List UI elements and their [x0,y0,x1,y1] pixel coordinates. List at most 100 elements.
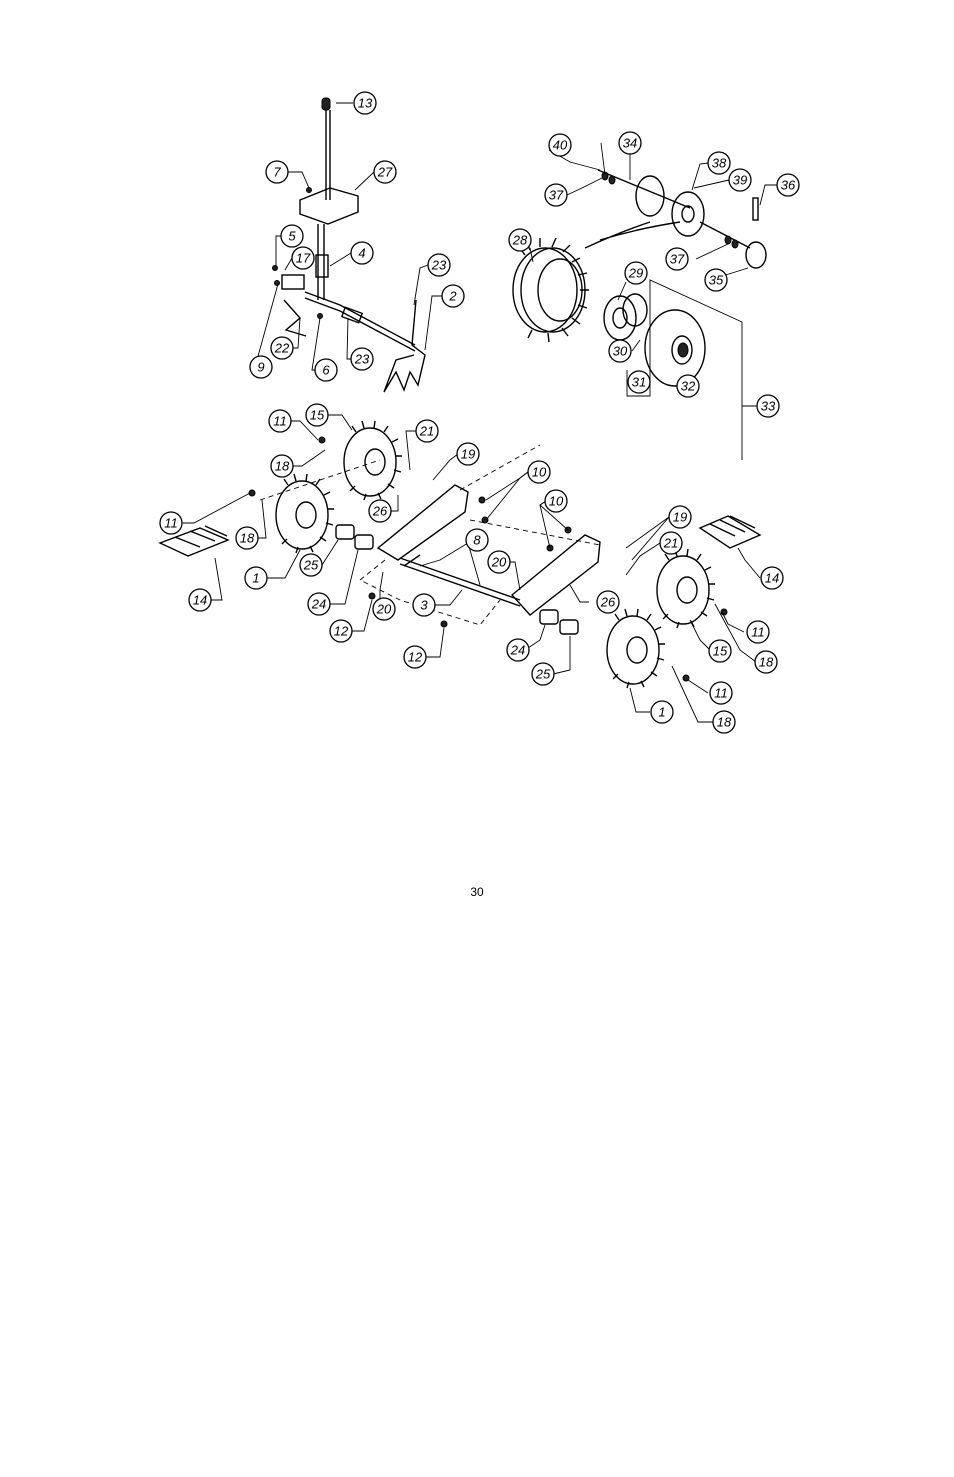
drum-gear-28 [512,237,589,343]
callout-15-a: 15 [305,403,329,427]
svg-text:2: 2 [448,289,457,304]
svg-text:7: 7 [273,165,281,180]
callout-26-a: 26 [368,499,392,523]
callout-25-a: 25 [299,553,323,577]
svg-text:24: 24 [311,597,326,612]
callout-31: 31 [627,370,651,394]
callout-19-b: 19 [668,505,692,529]
callout-10-b: 10 [544,489,568,513]
svg-text:1: 1 [252,571,259,586]
svg-text:32: 32 [681,379,696,394]
svg-text:37: 37 [670,252,685,267]
callout-28: 28 [508,228,532,252]
svg-text:14: 14 [193,593,207,608]
page-number: 30 [470,885,484,899]
callout-8: 8 [465,528,489,552]
svg-text:40: 40 [553,138,568,153]
svg-text:11: 11 [714,686,728,701]
callout-29: 29 [624,261,648,285]
callout-5: 5 [280,224,304,248]
callout-27: 27 [373,160,397,184]
callout-25-b: 25 [531,662,555,686]
callout-32: 32 [676,374,700,398]
callout-34: 34 [618,131,642,155]
callout-20-b: 20 [372,597,396,621]
svg-text:37: 37 [549,188,564,203]
callout-30: 30 [608,339,632,363]
svg-text:22: 22 [274,341,290,356]
shift-lever-assembly [272,97,426,393]
svg-text:4: 4 [358,246,365,261]
callout-7: 7 [265,160,289,184]
callout-33: 33 [756,394,780,418]
svg-text:13: 13 [358,96,373,111]
callout-11-b: 11 [159,511,183,535]
svg-text:20: 20 [376,602,392,617]
leader-lines [182,102,777,723]
callout-11-a: 11 [268,409,292,433]
callout-22: 22 [270,336,294,360]
svg-text:12: 12 [408,650,423,665]
callout-40: 40 [548,133,572,157]
svg-text:14: 14 [765,571,779,586]
svg-text:33: 33 [761,399,776,414]
svg-text:36: 36 [781,178,796,193]
callout-18-d: 18 [712,710,736,734]
gear-assembly [512,169,767,460]
svg-text:23: 23 [431,258,447,273]
callout-10-a: 10 [527,460,551,484]
callout-19-a: 19 [456,442,480,466]
axle-wheel-assembly [158,420,762,689]
svg-text:24: 24 [510,643,525,658]
svg-text:12: 12 [334,624,349,639]
svg-text:38: 38 [712,156,727,171]
callout-21-a: 21 [415,419,439,443]
callout-11-c: 11 [746,620,770,644]
callout-14-b: 14 [760,566,784,590]
svg-text:19: 19 [461,447,475,462]
svg-text:31: 31 [632,375,646,390]
callout-9: 9 [249,355,273,379]
svg-text:11: 11 [164,516,178,531]
callout-21-b: 21 [659,531,683,555]
callout-37-bottom: 37 [665,247,689,271]
callout-26-b: 26 [596,590,620,614]
callout-3: 3 [412,593,436,617]
svg-text:34: 34 [623,136,637,151]
callout-4: 4 [350,241,374,265]
callout-35: 35 [704,268,728,292]
svg-text:39: 39 [733,173,747,188]
callout-37-top: 37 [544,183,568,207]
callout-39: 39 [728,168,752,192]
svg-text:6: 6 [322,363,330,378]
shaft-34-gear-38 [584,169,767,269]
svg-text:28: 28 [512,233,528,248]
callout-13: 13 [353,91,377,115]
svg-text:15: 15 [310,408,325,423]
svg-text:3: 3 [420,598,428,613]
svg-text:17: 17 [296,251,311,266]
callout-36: 36 [776,173,800,197]
callout-1-b: 1 [650,700,674,724]
callout-23-top: 23 [427,253,451,277]
svg-text:25: 25 [303,558,319,573]
svg-text:27: 27 [377,165,393,180]
callout-18-c: 18 [754,650,778,674]
svg-text:5: 5 [288,229,296,244]
callout-15-b: 15 [708,639,732,663]
svg-text:21: 21 [663,536,678,551]
svg-text:18: 18 [240,531,255,546]
svg-text:18: 18 [759,655,774,670]
svg-text:26: 26 [372,504,388,519]
svg-text:18: 18 [717,715,732,730]
svg-text:35: 35 [709,273,724,288]
svg-text:9: 9 [257,360,264,375]
svg-text:15: 15 [713,644,728,659]
svg-text:21: 21 [419,424,434,439]
callout-12-b: 12 [403,645,427,669]
svg-text:1: 1 [658,705,665,720]
svg-text:11: 11 [751,625,765,640]
callout-1-a: 1 [244,566,268,590]
callout-23-bottom: 23 [350,347,374,371]
